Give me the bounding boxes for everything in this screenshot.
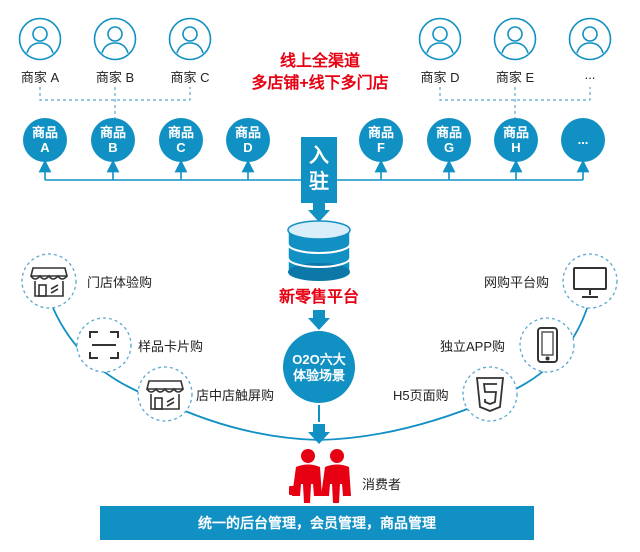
down-arrow-hub — [308, 310, 330, 330]
product-label-top: 商品 — [502, 125, 529, 140]
product-label-top: 商品 — [234, 125, 261, 140]
product-label-bottom: H — [511, 140, 521, 155]
product-label-top: 商品 — [99, 125, 126, 140]
scene-circle-web — [562, 253, 618, 309]
entry-arrow — [301, 137, 337, 222]
center-hub-label: O2O六大 体验场景 — [283, 352, 355, 384]
platform-title: 新零售平台 — [278, 289, 359, 306]
product-label-top: 商品 — [367, 125, 394, 140]
scene-label-card: 样品卡片购 — [138, 339, 204, 354]
management-banner: 统一的后台管理，会员管理，商品管理 — [100, 506, 534, 540]
scene-circle-store — [21, 253, 77, 309]
consumer-label: 消费者 — [362, 477, 402, 492]
merchant-label-0: 商家 A — [20, 70, 60, 85]
scene-label-web: 网购平台购 — [484, 275, 550, 290]
product-label-bottom: ... — [577, 132, 589, 147]
scene-label-h5: H5页面购 — [393, 388, 449, 403]
monitor-icon — [573, 267, 607, 298]
product-label-7: ... — [561, 118, 605, 147]
merchant-2 — [168, 17, 212, 66]
product-label-bottom: C — [176, 140, 186, 155]
merchant-label-4: 商家 E — [495, 70, 535, 85]
product-label-bottom: B — [108, 140, 118, 155]
product-label-top: 商品 — [435, 125, 462, 140]
product-label-bottom: F — [377, 140, 385, 155]
merchant-5 — [568, 17, 612, 66]
channel-title-line1: 线上全渠道 — [279, 53, 360, 70]
merchant-label-2: 商家 C — [170, 70, 210, 85]
down-arrow-consumers — [308, 424, 330, 444]
card-frame-icon — [89, 331, 119, 359]
product-label-bottom: A — [40, 140, 50, 155]
product-circle-7: ... — [561, 118, 605, 162]
scene-circle-instore — [137, 366, 193, 422]
merchant-label-5: ... — [584, 67, 596, 82]
center-hub-circle — [283, 331, 355, 403]
merchant-label-3: 商家 D — [420, 70, 460, 85]
user-avatar-icon — [18, 17, 62, 61]
product-label-top: 商品 — [31, 125, 58, 140]
scene-label-instore: 店中店触屏购 — [196, 388, 275, 403]
channel-title: 线上全渠道 多店铺+线下多门店 — [220, 51, 420, 95]
merchant-4 — [493, 17, 537, 66]
storefront-icon — [29, 267, 69, 297]
html5-icon — [476, 377, 504, 412]
merchant-3 — [418, 17, 462, 66]
user-avatar-icon — [93, 17, 137, 61]
merchant-1 — [93, 17, 137, 66]
smartphone-icon — [537, 327, 558, 363]
scene-circle-app — [519, 317, 575, 373]
channel-title-line2: 多店铺+线下多门店 — [251, 75, 389, 92]
user-avatar-icon — [418, 17, 462, 61]
user-avatar-icon — [168, 17, 212, 61]
people-icon — [289, 449, 351, 503]
merchant-0 — [18, 17, 62, 66]
center-hub-line1: O2O六大 — [292, 352, 346, 367]
product-label-bottom: G — [443, 140, 455, 155]
user-avatar-icon — [493, 17, 537, 61]
scene-label-store: 门店体验购 — [87, 275, 153, 290]
entry-label: 入 驻 — [301, 143, 337, 195]
entry-label-line1: 入 — [309, 145, 329, 167]
database-icon — [287, 220, 351, 282]
product-label-bottom: D — [243, 140, 253, 155]
scene-circle-h5 — [462, 366, 518, 422]
product-label-top: 商品 — [167, 125, 194, 140]
entry-label-line2: 驻 — [309, 171, 329, 193]
user-avatar-icon — [568, 17, 612, 61]
storefront-icon-instore — [145, 380, 185, 410]
scene-label-app: 独立APP购 — [440, 339, 506, 354]
merchant-label-1: 商家 B — [95, 70, 135, 85]
center-hub-line2: 体验场景 — [292, 368, 345, 383]
